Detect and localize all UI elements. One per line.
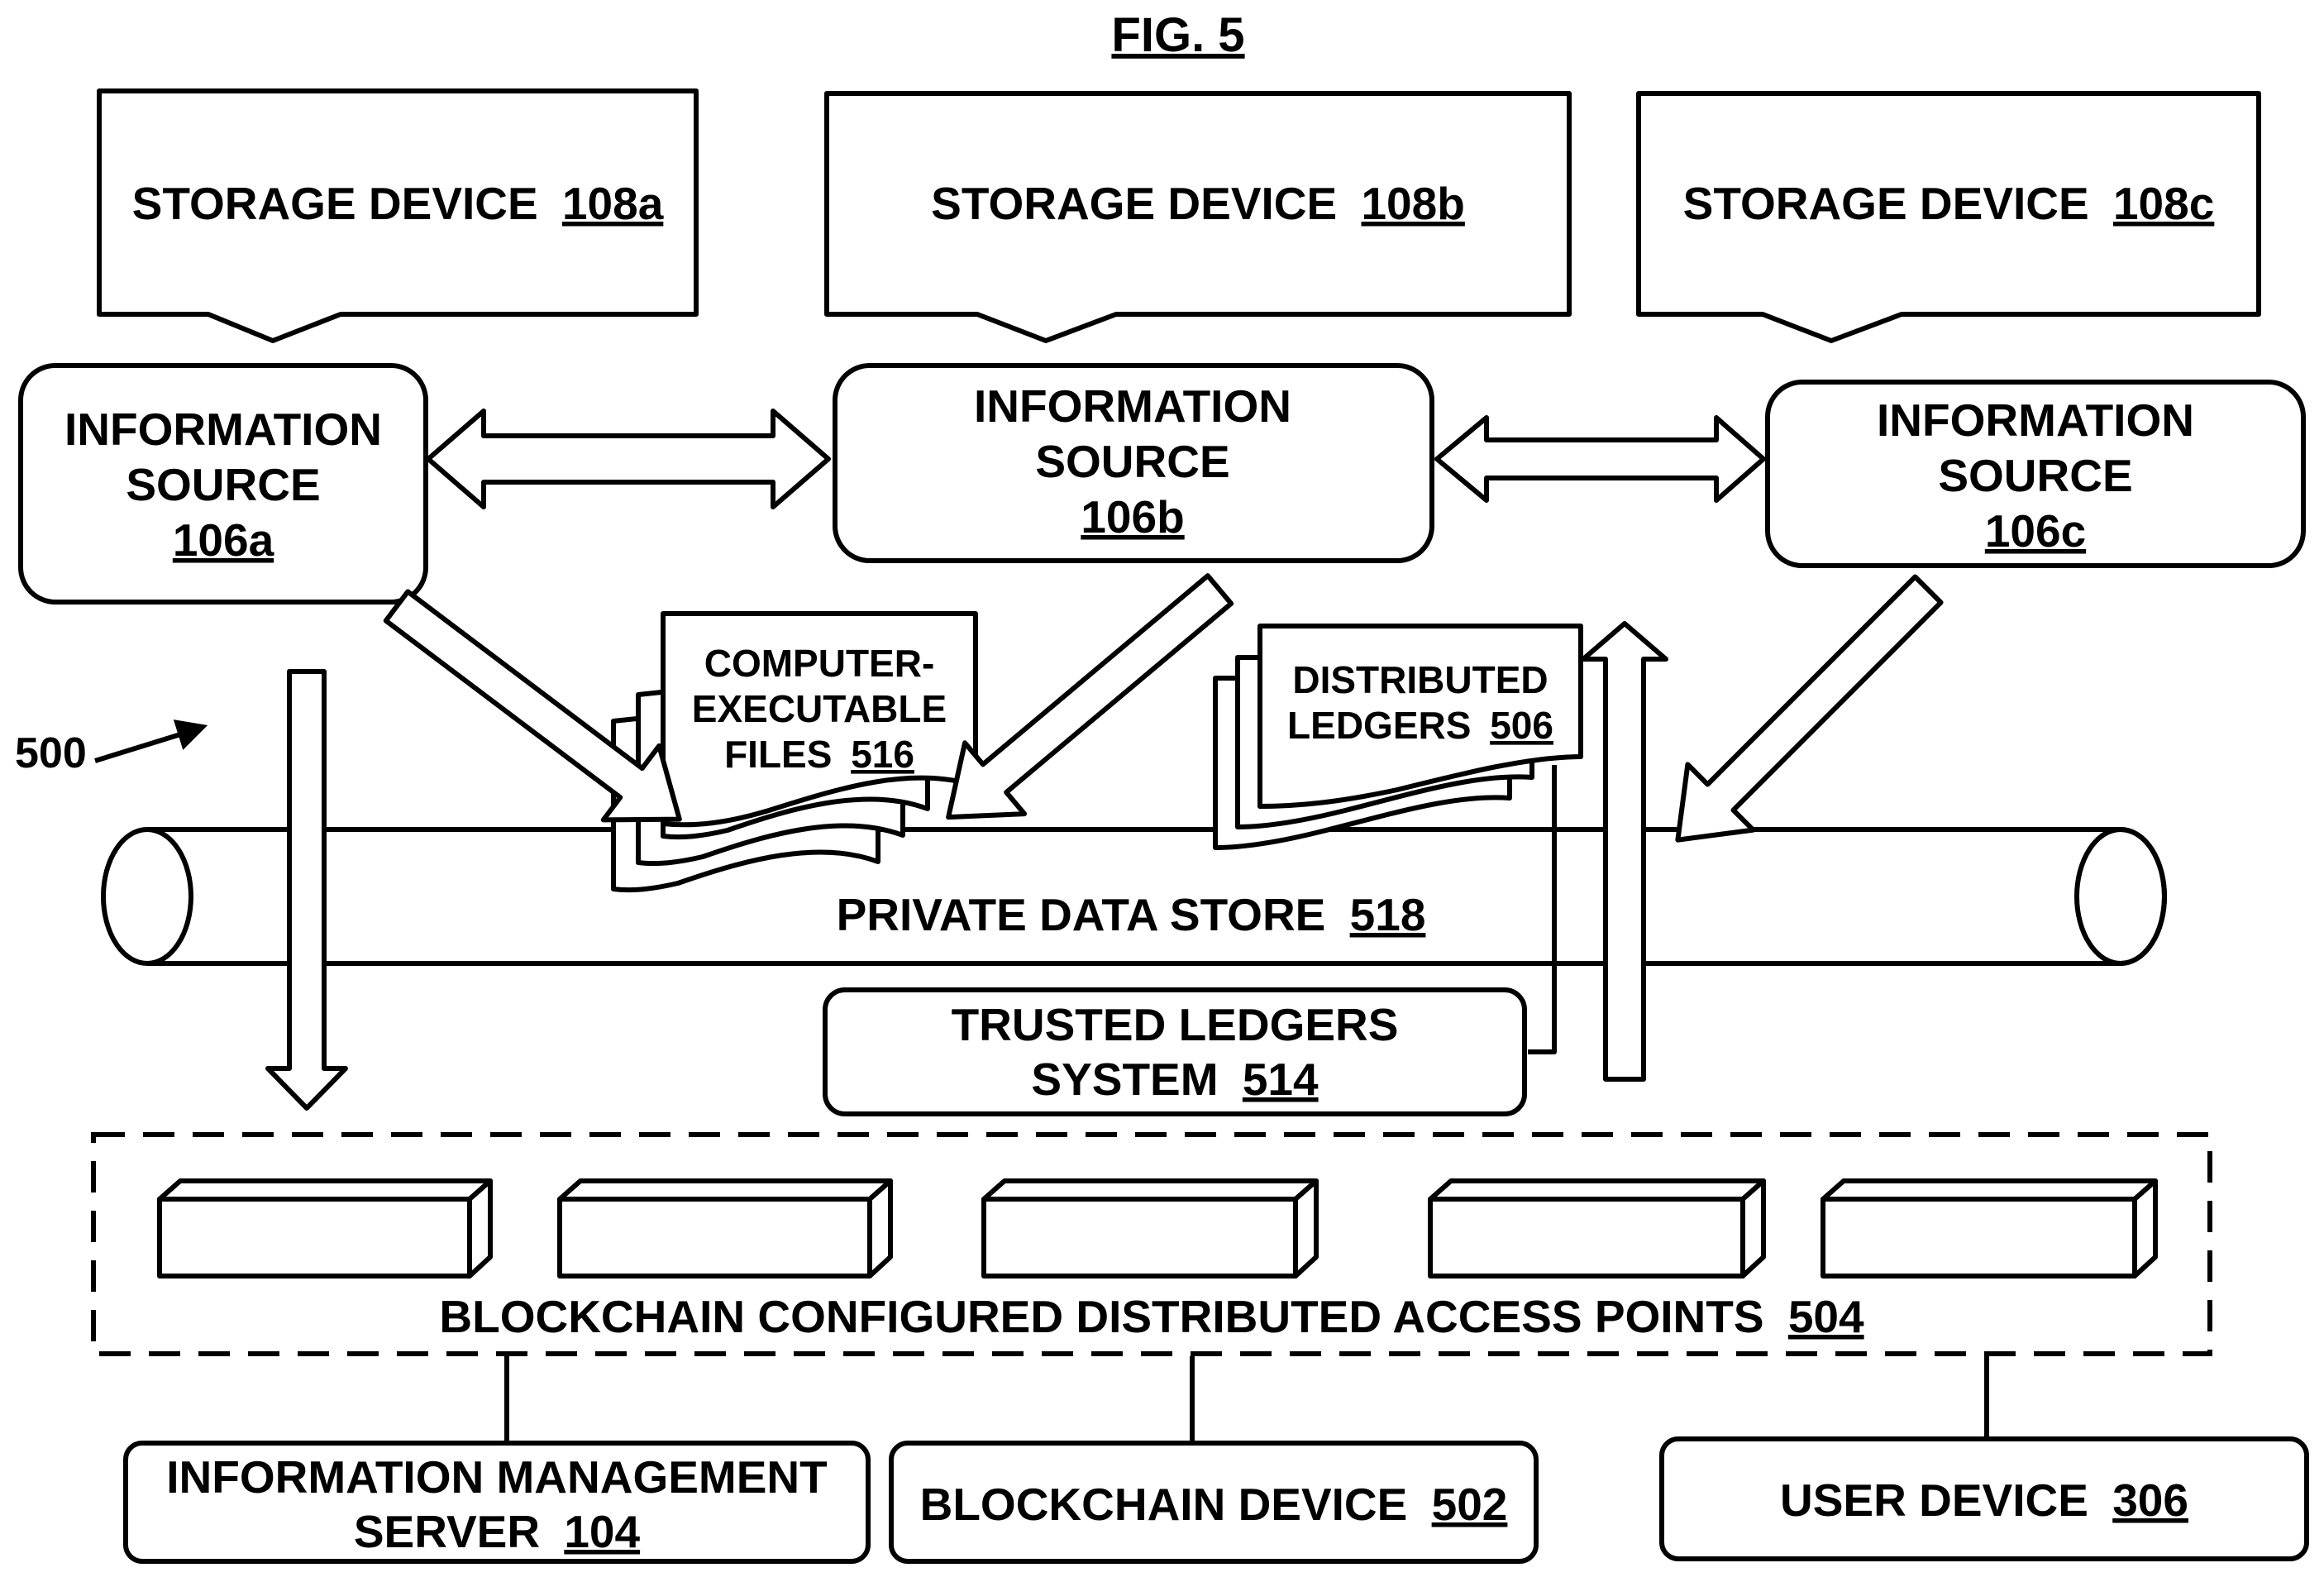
svg-text:BLOCKCHAIN CONFIGURED DISTRIBU: BLOCKCHAIN CONFIGURED DISTRIBUTED ACCESS… [439, 1291, 1864, 1342]
source-line1: INFORMATION [1877, 394, 2194, 446]
svg-text:BLOCKCHAIN DEVICE 502: BLOCKCHAIN DEVICE 502 [920, 1479, 1508, 1530]
ledgers-to-trusted-connector [1528, 765, 1554, 1052]
access-point-block [1823, 1181, 2155, 1276]
access-point-block [1430, 1181, 1763, 1276]
arrow-106c-to-store [1645, 557, 1961, 872]
source-line2: SOURCE [1035, 436, 1229, 487]
svg-text:STORAGE DEVICE 108a: STORAGE DEVICE 108a [132, 178, 664, 229]
access-point-block [984, 1181, 1316, 1276]
source-line2: SOURCE [1938, 450, 2132, 501]
files-ref: 516 [851, 733, 914, 776]
information-source-106a: INFORMATION SOURCE 106a [21, 366, 426, 602]
blockchain-device-ref: 502 [1432, 1479, 1508, 1530]
source-line1: INFORMATION [974, 380, 1291, 432]
access-points-504: BLOCKCHAIN CONFIGURED DISTRIBUTED ACCESS… [93, 1135, 2210, 1354]
user-device-ref: 306 [2112, 1474, 2188, 1526]
ledgers-line1: DISTRIBUTED [1292, 658, 1548, 701]
access-point-block [560, 1181, 890, 1276]
figure-ref-500: 500 [15, 729, 87, 777]
blockchain-device-label: BLOCKCHAIN DEVICE [920, 1479, 1408, 1530]
computer-executable-files-516: COMPUTER- EXECUTABLE FILES 516 [613, 614, 976, 890]
distributed-ledgers-506: DISTRIBUTED LEDGERS 506 [1215, 626, 1581, 848]
trusted-ledgers-system-514: TRUSTED LEDGERS SYSTEM 514 [825, 990, 1525, 1114]
storage-device-ref: 108c [2113, 178, 2214, 229]
access-points-ref: 504 [1788, 1291, 1864, 1342]
server-line1: INFORMATION MANAGEMENT [166, 1451, 827, 1503]
storage-device-108c: STORAGE DEVICE 108c [1639, 93, 2259, 341]
private-store-label: PRIVATE DATA STORE [837, 889, 1326, 940]
source-ref: 106b [1081, 491, 1184, 542]
storage-device-label: STORAGE DEVICE [931, 178, 1337, 229]
trusted-ref: 514 [1243, 1054, 1319, 1105]
svg-text:STORAGE DEVICE 108b: STORAGE DEVICE 108b [931, 178, 1465, 229]
server-line2: SERVER [354, 1506, 540, 1557]
svg-text:SERVER 104: SERVER 104 [354, 1506, 641, 1557]
source-ref: 106c [1985, 505, 2086, 557]
information-management-server-104: INFORMATION MANAGEMENT SERVER 104 [126, 1443, 868, 1561]
svg-text:USER DEVICE 306: USER DEVICE 306 [1780, 1474, 2188, 1526]
ledgers-ref: 506 [1490, 704, 1553, 747]
ref-500-pointer-arrow [95, 721, 205, 761]
access-point-block [160, 1181, 490, 1276]
information-source-106c: INFORMATION SOURCE 106c [1768, 382, 2303, 566]
trusted-line2: SYSTEM [1031, 1054, 1218, 1105]
svg-text:LEDGERS 506: LEDGERS 506 [1287, 704, 1553, 747]
source-ref: 106a [173, 514, 274, 566]
svg-text:STORAGE DEVICE 108c: STORAGE DEVICE 108c [1683, 178, 2215, 229]
files-line3: FILES [724, 733, 832, 776]
access-points-label: BLOCKCHAIN CONFIGURED DISTRIBUTED ACCESS… [439, 1291, 1763, 1342]
private-store-ref: 518 [1350, 889, 1426, 940]
figure-title: FIG. 5 [1111, 8, 1244, 62]
svg-text:SYSTEM 514: SYSTEM 514 [1031, 1054, 1319, 1105]
storage-device-108b: STORAGE DEVICE 108b [827, 93, 1569, 341]
files-line1: COMPUTER- [704, 642, 935, 685]
bidirectional-arrow-b-c [1437, 418, 1763, 500]
source-line1: INFORMATION [64, 404, 382, 455]
trusted-line1: TRUSTED LEDGERS [952, 999, 1399, 1050]
files-line2: EXECUTABLE [692, 687, 947, 730]
blockchain-device-502: BLOCKCHAIN DEVICE 502 [891, 1443, 1536, 1561]
storage-device-label: STORAGE DEVICE [1683, 178, 2089, 229]
arrow-up-ledgers [1583, 624, 1666, 1079]
svg-text:FILES 516: FILES 516 [724, 733, 914, 776]
private-store-label-text: PRIVATE DATA STORE 518 [837, 889, 1426, 940]
information-source-106b: INFORMATION SOURCE 106b [835, 366, 1432, 561]
storage-device-label: STORAGE DEVICE [132, 178, 538, 229]
arrow-106a-down [268, 672, 346, 1108]
storage-device-108a: STORAGE DEVICE 108a [99, 91, 696, 341]
user-device-label: USER DEVICE [1780, 1474, 2088, 1526]
bidirectional-arrow-a-b [428, 411, 828, 507]
storage-device-ref: 108a [562, 178, 664, 229]
source-line2: SOURCE [126, 459, 320, 510]
server-ref: 104 [564, 1506, 640, 1557]
user-device-306: USER DEVICE 306 [1662, 1439, 2307, 1559]
storage-device-ref: 108b [1361, 178, 1464, 229]
ledgers-line2: LEDGERS [1287, 704, 1471, 747]
